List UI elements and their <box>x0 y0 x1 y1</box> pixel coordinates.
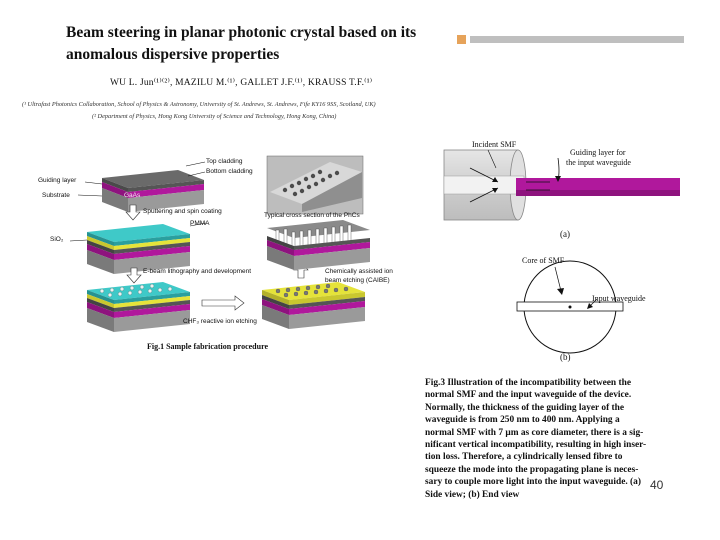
label-input-waveguide: Input waveguide <box>592 294 646 303</box>
label-ebeam: E-beam lithography and development <box>143 268 252 275</box>
fig3-caption-line: squeeze the mode into the propagating pl… <box>425 464 639 475</box>
stack-final-phc <box>267 220 370 270</box>
fig3-caption-line: nificant vertical incompatibility, resul… <box>425 440 647 451</box>
authors: WU L. Jun⁽¹⁾⁽²⁾, MAZILU M.⁽¹⁾, GALLET J.… <box>110 78 373 88</box>
label-input-wg-line: the input waveguide <box>566 158 631 167</box>
fig3-caption-line: normal SMF and the input waveguide of th… <box>425 390 632 401</box>
label-guiding-for: Guiding layer for <box>570 148 626 157</box>
stack-initial <box>102 170 204 212</box>
affiliation-2: (² Department of Physics, Hong Kong Univ… <box>92 113 337 120</box>
label-sio2: SiO₂ <box>50 236 64 243</box>
label-bottom-cladding: Bottom cladding <box>206 168 253 175</box>
fig3-caption: Fig.3 Illustration of the incompatibilit… <box>425 377 690 501</box>
fig3-caption-line: tion loss. Therefore, a cylindrically le… <box>425 452 623 463</box>
label-b: (b) <box>560 352 571 362</box>
label-pmma: PMMA <box>190 220 210 227</box>
title-line-1: Beam steering in planar photonic crystal… <box>66 24 417 41</box>
stack-etched-mask <box>262 282 365 329</box>
affiliation-1: (¹ Ultrafast Photonics Collaboration, Sc… <box>22 101 376 108</box>
label-sputtering: Sputtering and spin coating <box>143 208 222 215</box>
sem-image <box>266 155 364 215</box>
label-chf: CHF₃ reactive ion etching <box>183 318 257 325</box>
stack-patterned <box>87 282 190 332</box>
label-gaas: GaAs <box>124 192 141 199</box>
fabrication-diagram <box>69 155 370 332</box>
fig3-caption-line: Side view; (b) End view <box>425 489 520 500</box>
page-number: 40 <box>650 478 664 492</box>
paper-title: Beam steering in planar photonic crystal… <box>66 22 426 66</box>
fig3-caption-line: sary to couple more light into the input… <box>425 477 641 488</box>
fig3-caption-line: normal SMF with 7 μm as core diameter, t… <box>425 427 644 438</box>
label-guiding-layer: Guiding layer <box>38 177 77 184</box>
fiber-side-view <box>443 149 680 221</box>
label-incident-smf: Incident SMF <box>472 140 517 149</box>
title-line-2: anomalous dispersive properties <box>66 46 280 63</box>
stack-coated <box>87 224 190 274</box>
label-substrate: Substrate <box>42 192 70 199</box>
label-caibe: beam etching (CAIBE) <box>325 277 390 284</box>
fiber-end-view <box>516 260 624 354</box>
fig3-caption-line: Normally, the thickness of the guiding l… <box>425 402 625 413</box>
label-a: (a) <box>560 229 570 239</box>
accent-bar <box>470 36 684 43</box>
fig3-caption-line: waveguide is from 250 nm to 400 nm. Appl… <box>425 415 620 426</box>
label-chem: Chemically assisted ion <box>325 268 393 275</box>
fig3-caption-line: Fig.3 Illustration of the incompatibilit… <box>425 378 631 388</box>
accent-square <box>457 35 466 44</box>
label-top-cladding: Top cladding <box>206 158 243 165</box>
label-core-of-smf: Core of SMF <box>522 256 565 265</box>
fig1-caption: Fig.1 Sample fabrication procedure <box>147 342 269 351</box>
label-typical: Typical cross section of the PhCs <box>264 212 360 219</box>
